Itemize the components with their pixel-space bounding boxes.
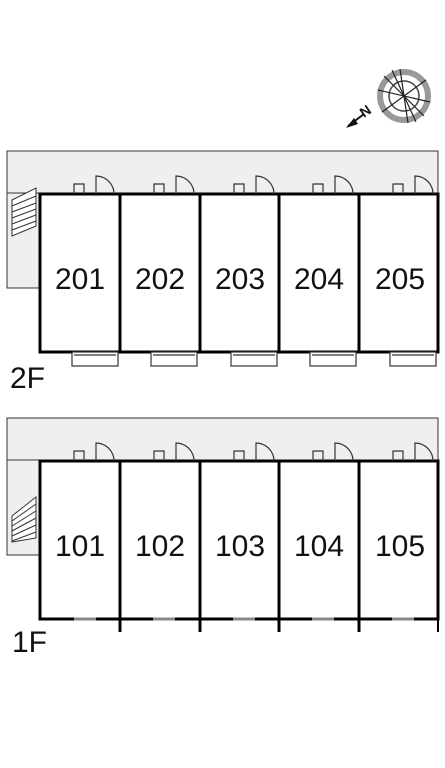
corridor-2f <box>6 150 439 194</box>
unit-label: 203 <box>215 263 265 296</box>
unit-label: 202 <box>135 263 185 296</box>
units-block-2f <box>38 192 440 354</box>
door-icon <box>73 175 434 195</box>
unit-label: 104 <box>294 530 344 563</box>
unit-label: 101 <box>55 530 105 563</box>
staircase-2f <box>11 187 37 237</box>
compass-north-arrow-icon: N <box>346 68 431 128</box>
floor-1f: 101 102 103 104 105 1F <box>6 417 440 659</box>
floor-label: 2F <box>10 362 45 395</box>
door-icon <box>73 442 434 462</box>
unit-label: 205 <box>375 263 425 296</box>
staircase-1f <box>11 495 37 543</box>
unit-label: 201 <box>55 263 105 296</box>
floor-label: 1F <box>12 626 47 659</box>
units-block-1f <box>38 459 440 621</box>
floor-2f: 201 202 203 204 205 2F <box>6 150 440 395</box>
unit-label: 103 <box>215 530 265 563</box>
unit-label: 102 <box>135 530 185 563</box>
balcony-icon <box>71 351 437 367</box>
unit-label: 204 <box>294 263 344 296</box>
unit-label: 105 <box>375 530 425 563</box>
corridor-1f <box>6 417 439 461</box>
